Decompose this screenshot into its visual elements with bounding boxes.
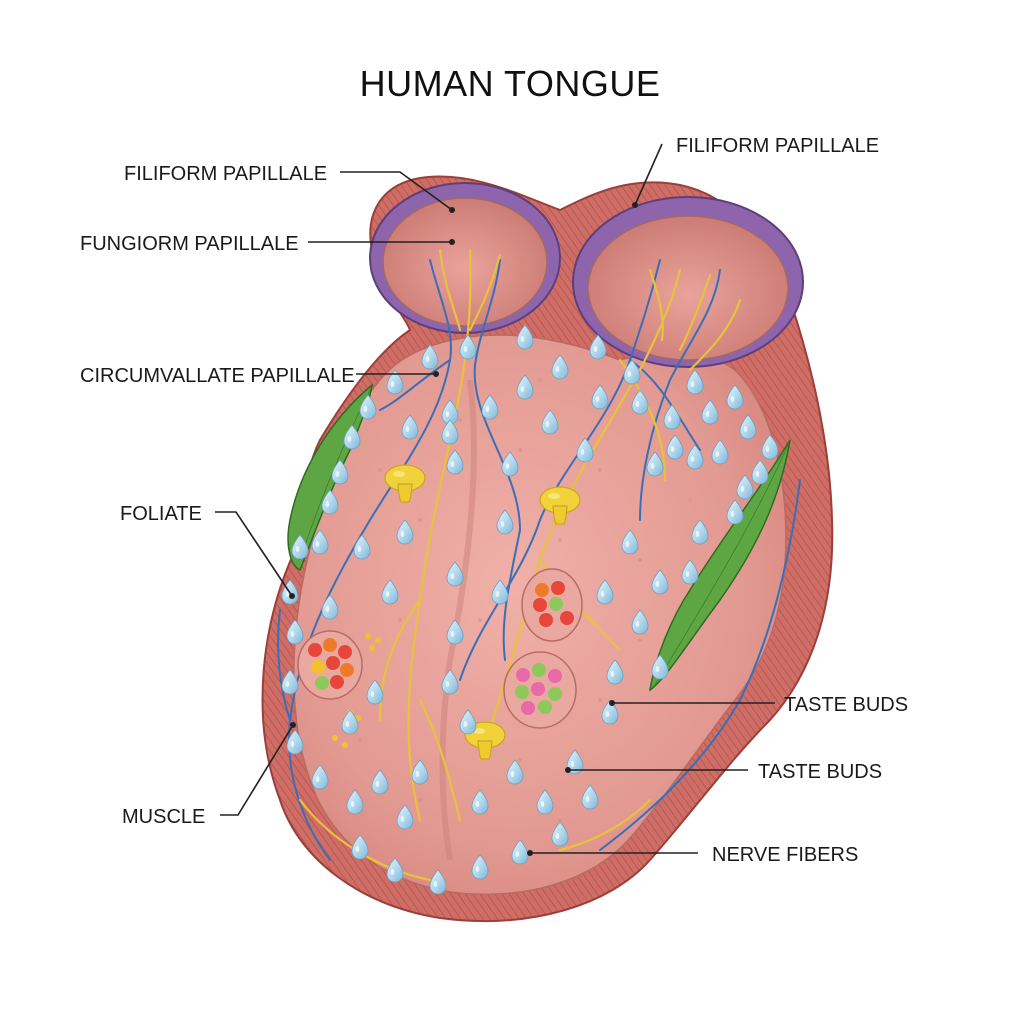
label-filiform-papillae-right: FILIFORM PAPILLALE xyxy=(676,135,879,157)
label-taste-buds-1: TASTE BUDS xyxy=(784,694,908,716)
taste-bud-cluster-3 xyxy=(503,651,577,729)
label-filiform-papillae-left: FILIFORM PAPILLALE xyxy=(124,163,327,185)
diagram-title: HUMAN TONGUE xyxy=(360,63,661,104)
label-nerve-fibers: NERVE FIBERS xyxy=(712,844,858,866)
label-muscle: MUSCLE xyxy=(122,806,205,828)
label-fungiform-papillae: FUNGIORM PAPILLALE xyxy=(80,233,299,255)
taste-bud-cluster-2 xyxy=(521,568,583,642)
circumvallate-cup-right xyxy=(572,196,804,368)
label-foliate: FOLIATE xyxy=(120,503,202,525)
circumvallate-cup-left xyxy=(369,182,561,334)
label-taste-buds-2: TASTE BUDS xyxy=(758,761,882,783)
foliate-right xyxy=(648,439,791,692)
label-circumvallate-papillae: CIRCUMVALLATE PAPILLALE xyxy=(80,365,355,387)
taste-bud-cluster-1 xyxy=(297,630,363,700)
leader-lines xyxy=(215,143,775,856)
tongue-illustration xyxy=(261,175,834,922)
